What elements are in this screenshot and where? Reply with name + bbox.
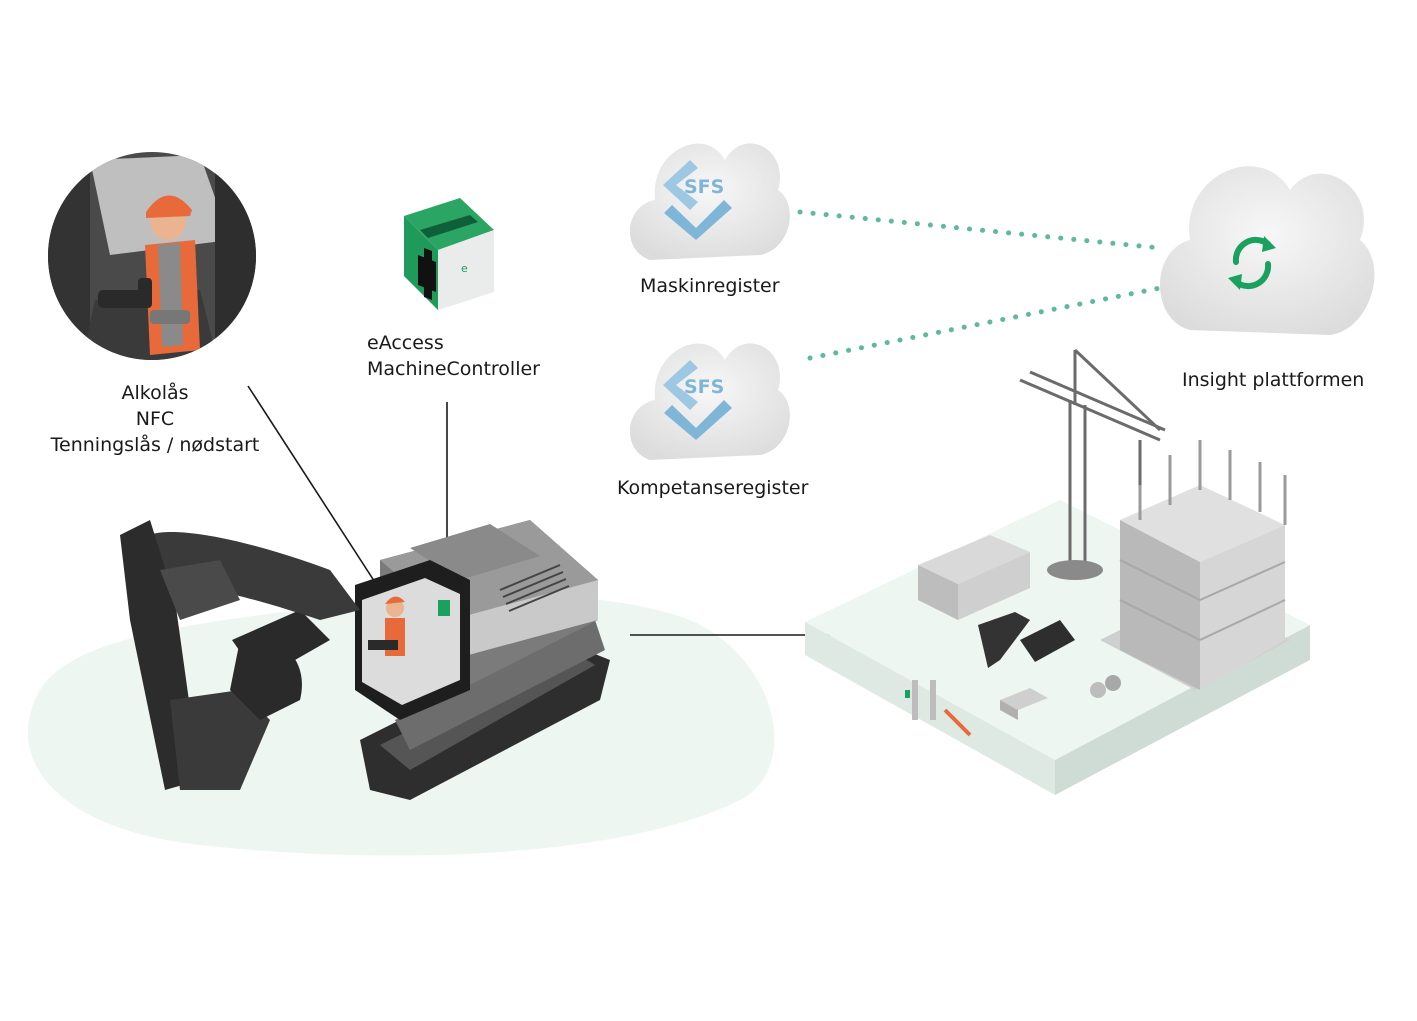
- insight-cloud: [1160, 166, 1375, 335]
- excavator-illustration: [120, 520, 610, 800]
- operator-label: Alkolås NFC Tenningslås / nødstart: [50, 380, 260, 458]
- controller-label: eAccess MachineController: [367, 330, 540, 382]
- controller-label-line: eAccess: [367, 332, 444, 354]
- link-machine-insight: [797, 209, 1163, 251]
- controller-label-line: MachineController: [367, 358, 540, 380]
- operator-label-line: Alkolås: [121, 382, 189, 404]
- sfs-cloud-competence: [629, 343, 790, 460]
- operator-cabin-circle: [48, 152, 256, 360]
- sfs-logo: [663, 160, 732, 240]
- operator-label-line: Tenningslås / nødstart: [50, 434, 260, 456]
- pcb-controller: e: [404, 198, 494, 310]
- machine-register-label: Maskinregister: [640, 275, 780, 297]
- operator-label-line: NFC: [135, 408, 175, 430]
- sfs-cloud-machine: [629, 143, 790, 260]
- sfs-logo: [663, 360, 732, 440]
- sfs-logo-text: SFS: [684, 176, 725, 198]
- competence-register-label: Kompetanseregister: [617, 477, 809, 499]
- insight-label: Insight plattformen: [1182, 369, 1365, 391]
- leader-operator: [247, 385, 381, 591]
- sync-icon: [1228, 236, 1276, 290]
- sfs-logo-text: SFS: [684, 376, 725, 398]
- link-competence-insight: [807, 285, 1163, 361]
- svg-text:e: e: [461, 262, 468, 275]
- construction-site-illustration: [805, 348, 1310, 795]
